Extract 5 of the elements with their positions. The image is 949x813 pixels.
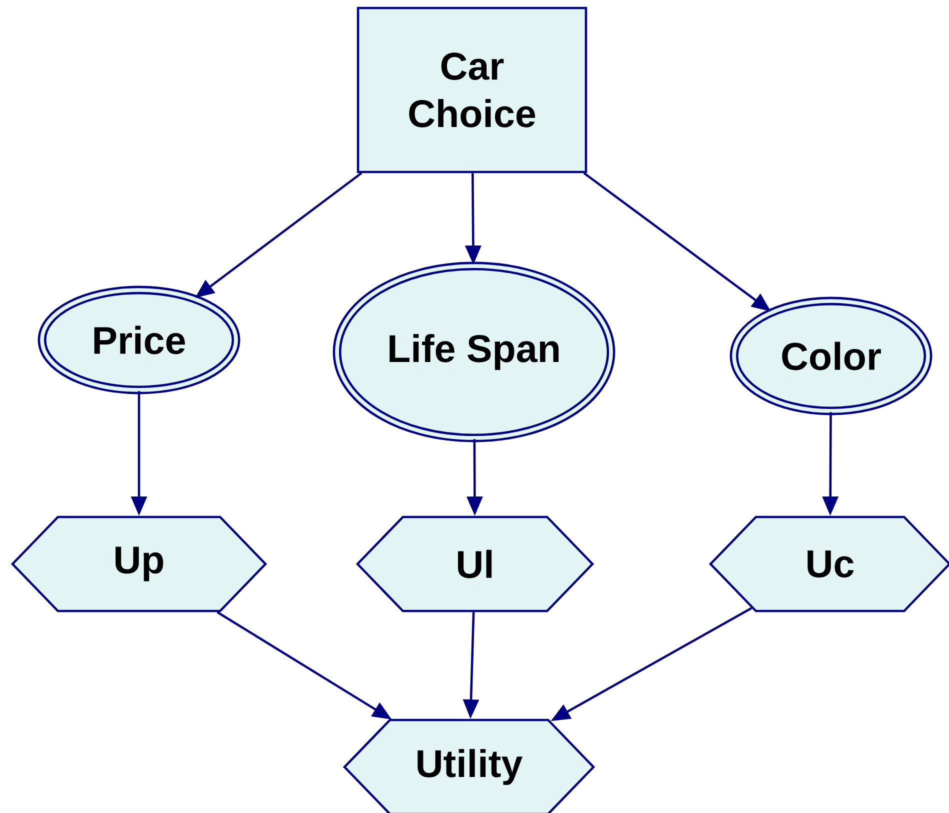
utility-hexagon: Ul [356, 516, 594, 612]
utility-hexagon: Uc [708, 516, 949, 612]
utility-hexagon: Up [10, 516, 268, 612]
decision-box: Car Choice [356, 6, 588, 174]
utility-hexagon: Utility [342, 718, 596, 813]
